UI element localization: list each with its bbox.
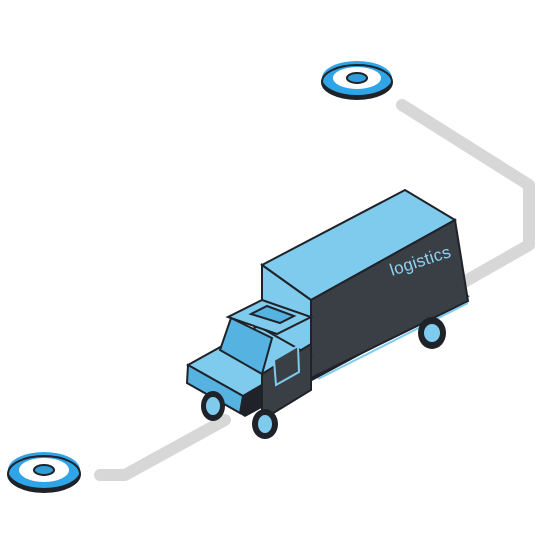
route-path [94, 99, 535, 481]
delivery-truck-icon: logistics [185, 188, 470, 439]
destination-marker-icon [321, 61, 393, 100]
origin-marker-icon [7, 452, 81, 493]
